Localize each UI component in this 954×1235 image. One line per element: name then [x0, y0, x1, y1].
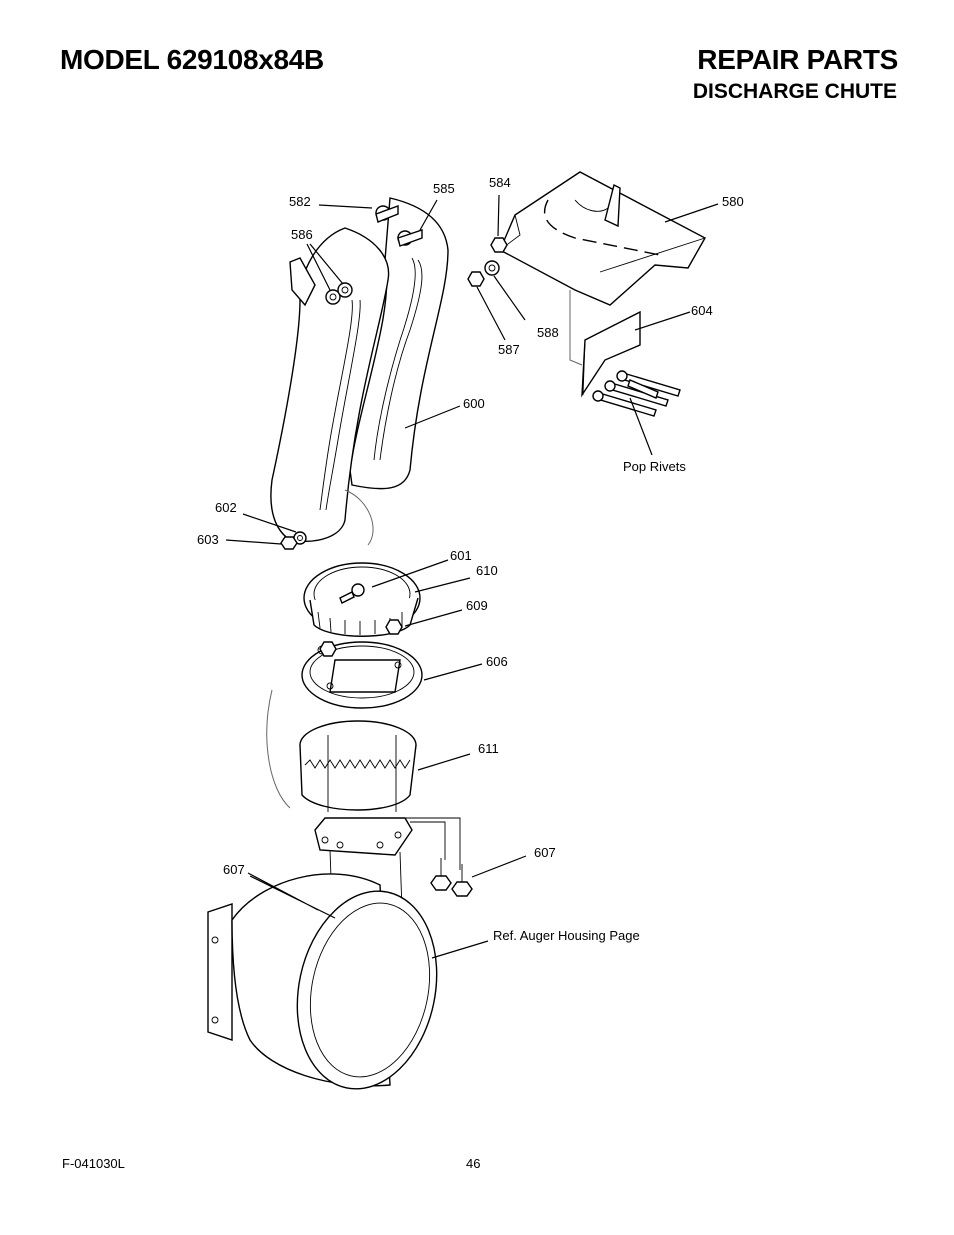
nut-609 [385, 619, 403, 635]
label-ref-auger-housing: Ref. Auger Housing Page [493, 928, 640, 943]
bearing-plate-606 [301, 641, 423, 709]
label-pop-rivets: Pop Rivets [623, 459, 686, 474]
label-606: 606 [486, 654, 508, 669]
label-601: 601 [450, 548, 472, 563]
label-585: 585 [433, 181, 455, 196]
label-607-right: 607 [534, 845, 556, 860]
chute-mount-bracket [314, 817, 461, 911]
section-title: DISCHARGE CHUTE [692, 80, 897, 103]
label-588: 588 [537, 325, 559, 340]
label-582: 582 [289, 194, 311, 209]
label-600: 600 [463, 396, 485, 411]
form-code: F-041030L [62, 1156, 125, 1171]
deflector-blade-604 [569, 290, 641, 398]
pop-rivets [592, 370, 681, 417]
screw-601 [339, 583, 365, 604]
gear-ring-611 [299, 720, 417, 812]
upper-chute-600 [270, 197, 449, 546]
auger-housing [207, 689, 438, 1090]
page-heading: REPAIR PARTS [697, 44, 898, 75]
ring-610 [303, 562, 421, 637]
label-610: 610 [476, 563, 498, 578]
bolts-607-right [430, 858, 473, 897]
carriage-bolt-582 [375, 205, 399, 223]
label-603: 603 [197, 532, 219, 547]
label-607-left: 607 [223, 862, 245, 877]
label-611: 611 [478, 741, 499, 756]
washers-586 [325, 282, 353, 305]
leader-lines [225, 194, 719, 959]
label-584: 584 [489, 175, 511, 190]
carriage-bolt-585 [397, 229, 423, 247]
model-title: MODEL 629108x84B [60, 44, 324, 75]
page-number: 46 [466, 1156, 481, 1171]
label-602: 602 [215, 500, 237, 515]
nuts-584-587-588 [467, 237, 508, 287]
nuts-602-603 [280, 531, 307, 550]
label-604: 604 [691, 303, 713, 318]
label-580: 580 [722, 194, 744, 209]
deflector-580 [499, 171, 706, 306]
label-609: 609 [466, 598, 488, 613]
label-587: 587 [498, 342, 520, 357]
label-586: 586 [291, 227, 313, 242]
